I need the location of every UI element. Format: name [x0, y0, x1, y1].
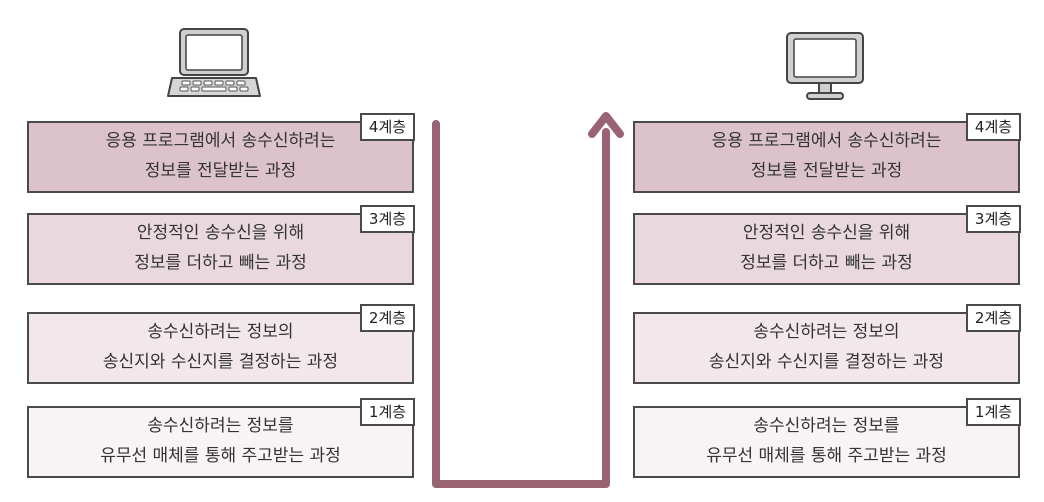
layer-1-badge: 1계층 — [966, 398, 1021, 426]
layer-1-badge: 1계층 — [360, 398, 415, 426]
layer-1-description-line-2: 유무선 매체를 통해 주고받는 과정 — [706, 446, 947, 466]
layer-4-badge: 4계층 — [360, 113, 415, 141]
layer-2-badge: 2계층 — [360, 304, 415, 332]
right-layer-1-box: 1계층 송수신하려는 정보를 유무선 매체를 통해 주고받는 과정 — [633, 398, 1021, 478]
right-layer-4-box: 4계층 응용 프로그램에서 송수신하려는 정보를 전달받는 과정 — [633, 113, 1021, 193]
laptop-icon — [167, 28, 261, 97]
layer-2-description-line-2: 송신지와 수신지를 결정하는 과정 — [102, 352, 339, 372]
left-layer-1-box: 1계층 송수신하려는 정보를 유무선 매체를 통해 주고받는 과정 — [27, 398, 415, 478]
right-layer-3-box: 3계층 안정적인 송수신을 위해 정보를 더하고 빼는 과정 — [633, 205, 1021, 285]
layer-4-description-line-1: 응용 프로그램에서 송수신하려는 — [105, 131, 336, 152]
layer-4-description-line-1: 응용 프로그램에서 송수신하려는 — [711, 131, 942, 152]
layer-2-description-line-2: 송신지와 수신지를 결정하는 과정 — [708, 352, 945, 372]
layer-2-description-line-1: 송수신하려는 정보의 — [753, 322, 900, 343]
layer-2-badge: 2계층 — [966, 304, 1021, 332]
layer-4-description-line-2: 정보를 전달받는 과정 — [750, 161, 903, 181]
layer-3-description-line-2: 정보를 더하고 빼는 과정 — [740, 253, 913, 273]
layer-3-badge: 3계층 — [360, 205, 415, 233]
layer-4-description-line-2: 정보를 전달받는 과정 — [144, 161, 297, 181]
layer-1-description-line-2: 유무선 매체를 통해 주고받는 과정 — [100, 446, 341, 466]
layer-2-description-line-1: 송수신하려는 정보의 — [147, 322, 294, 343]
left-layer-2-box: 2계층 송수신하려는 정보의 송신지와 수신지를 결정하는 과정 — [27, 304, 415, 384]
left-layer-3-box: 3계층 안정적인 송수신을 위해 정보를 더하고 빼는 과정 — [27, 205, 415, 285]
layer-1-description-line-1: 송수신하려는 정보를 — [753, 416, 900, 437]
layer-3-description-line-1: 안정적인 송수신을 위해 — [136, 223, 305, 244]
layer-4-badge: 4계층 — [966, 113, 1021, 141]
right-layer-2-box: 2계층 송수신하려는 정보의 송신지와 수신지를 결정하는 과정 — [633, 304, 1021, 384]
monitor-icon — [786, 32, 864, 100]
layer-3-description-line-1: 안정적인 송수신을 위해 — [742, 223, 911, 244]
layer-1-description-line-1: 송수신하려는 정보를 — [147, 416, 294, 437]
layer-3-badge: 3계층 — [966, 205, 1021, 233]
left-layer-4-box: 4계층 응용 프로그램에서 송수신하려는 정보를 전달받는 과정 — [27, 113, 415, 193]
layer-3-description-line-2: 정보를 더하고 빼는 과정 — [134, 253, 307, 273]
